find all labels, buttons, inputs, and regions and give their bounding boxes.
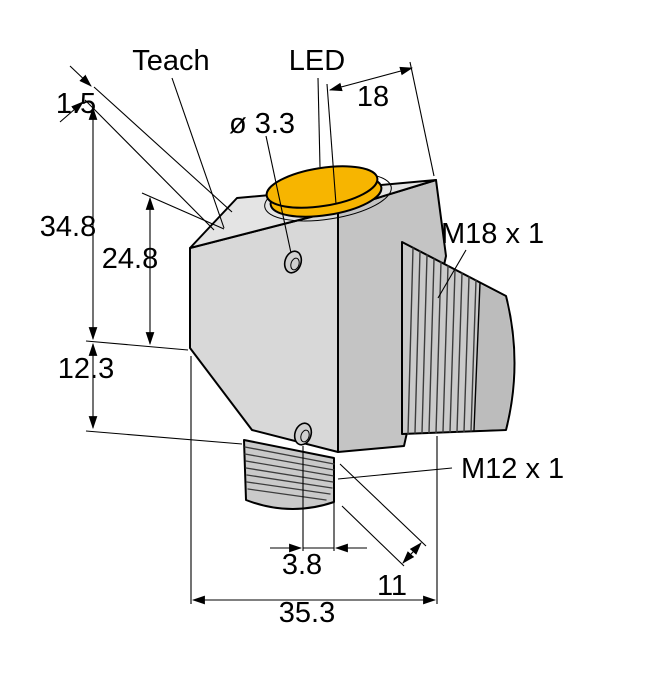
leader-teach	[171, 77, 225, 229]
ext-line-18-left	[326, 83, 337, 205]
label-teach: Teach	[132, 45, 209, 77]
labels: Teach LED 1.5 ø 3.3 18 34.8 24.8 M18 x 1…	[40, 45, 564, 629]
mounting-hole-bottom	[293, 422, 313, 446]
label-dim-34-8: 34.8	[40, 211, 96, 243]
m18-tip-divider	[473, 282, 481, 431]
label-m12-thread: M12 x 1	[461, 453, 564, 485]
ext-line-11-a	[339, 463, 427, 547]
dim-line-11	[402, 542, 422, 564]
leader-led	[317, 77, 321, 168]
sensor-body	[189, 165, 516, 510]
m12-threads	[244, 446, 335, 501]
leader-m18	[437, 249, 467, 299]
ext-line-18-right	[409, 61, 435, 177]
leader-m12	[337, 467, 453, 480]
m18-barrel-tip	[474, 284, 513, 430]
label-dim-12-3: 12.3	[58, 353, 114, 385]
arrow-1-5-b	[59, 101, 84, 123]
ext-line-1-5-a	[93, 86, 233, 213]
label-dim-3-8: 3.8	[282, 549, 322, 581]
ext-line-24-8-top	[141, 192, 225, 230]
label-hole-diameter: ø 3.3	[229, 108, 295, 140]
led-window-dome	[265, 165, 379, 209]
ext-line-11-b	[341, 505, 405, 567]
label-dim-1-5: 1.5	[56, 88, 96, 120]
m18-threads	[407, 247, 477, 435]
label-led: LED	[289, 45, 345, 77]
arrow-1-5-a	[69, 65, 92, 87]
dim-line-18	[328, 66, 414, 92]
ext-line-1-5-b	[84, 99, 215, 231]
dimension-lines	[59, 61, 467, 605]
label-dim-35-3: 35.3	[279, 597, 335, 629]
label-dim-11: 11	[377, 570, 407, 602]
label-m18-thread: M18 x 1	[441, 218, 544, 250]
label-dim-24-8: 24.8	[102, 243, 158, 275]
ext-line-34-8-bottom	[85, 340, 189, 351]
mounting-hole-top	[283, 250, 303, 274]
label-dim-18: 18	[357, 81, 389, 113]
body-front-face	[189, 209, 339, 453]
leader-hole-diameter	[265, 135, 292, 254]
ext-line-12-3-bottom	[85, 430, 243, 445]
